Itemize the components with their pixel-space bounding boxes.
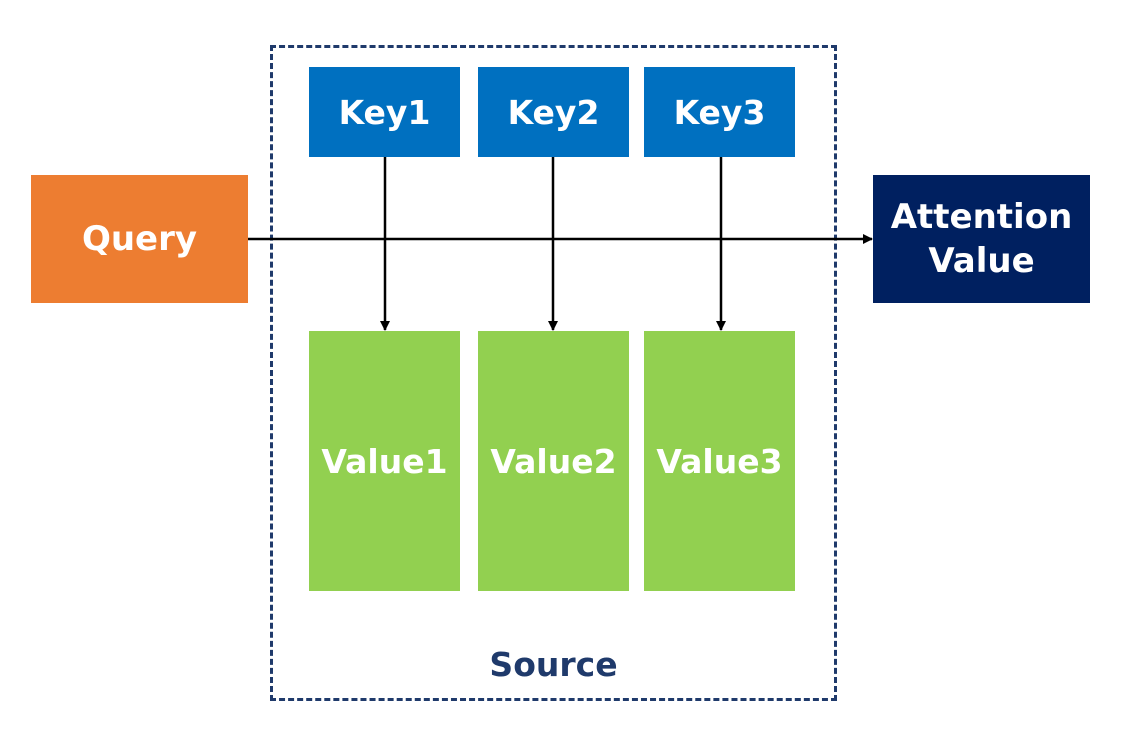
- source-container: [270, 45, 837, 701]
- key1-label: Key1: [338, 92, 431, 132]
- key3-node: Key3: [644, 67, 795, 157]
- key2-node: Key2: [478, 67, 629, 157]
- value3-node: Value3: [644, 331, 795, 591]
- source-label: Source: [489, 645, 618, 684]
- query-node: Query: [31, 175, 248, 303]
- attention-value-node: Attention Value: [873, 175, 1090, 303]
- attention-value-label: Attention Value: [890, 197, 1073, 281]
- key3-label: Key3: [673, 92, 766, 132]
- value2-node: Value2: [478, 331, 629, 591]
- key2-label: Key2: [507, 92, 600, 132]
- value2-label: Value2: [490, 441, 617, 481]
- value1-node: Value1: [309, 331, 460, 591]
- query-label: Query: [81, 219, 198, 259]
- value3-label: Value3: [656, 441, 783, 481]
- value1-label: Value1: [321, 441, 448, 481]
- key1-node: Key1: [309, 67, 460, 157]
